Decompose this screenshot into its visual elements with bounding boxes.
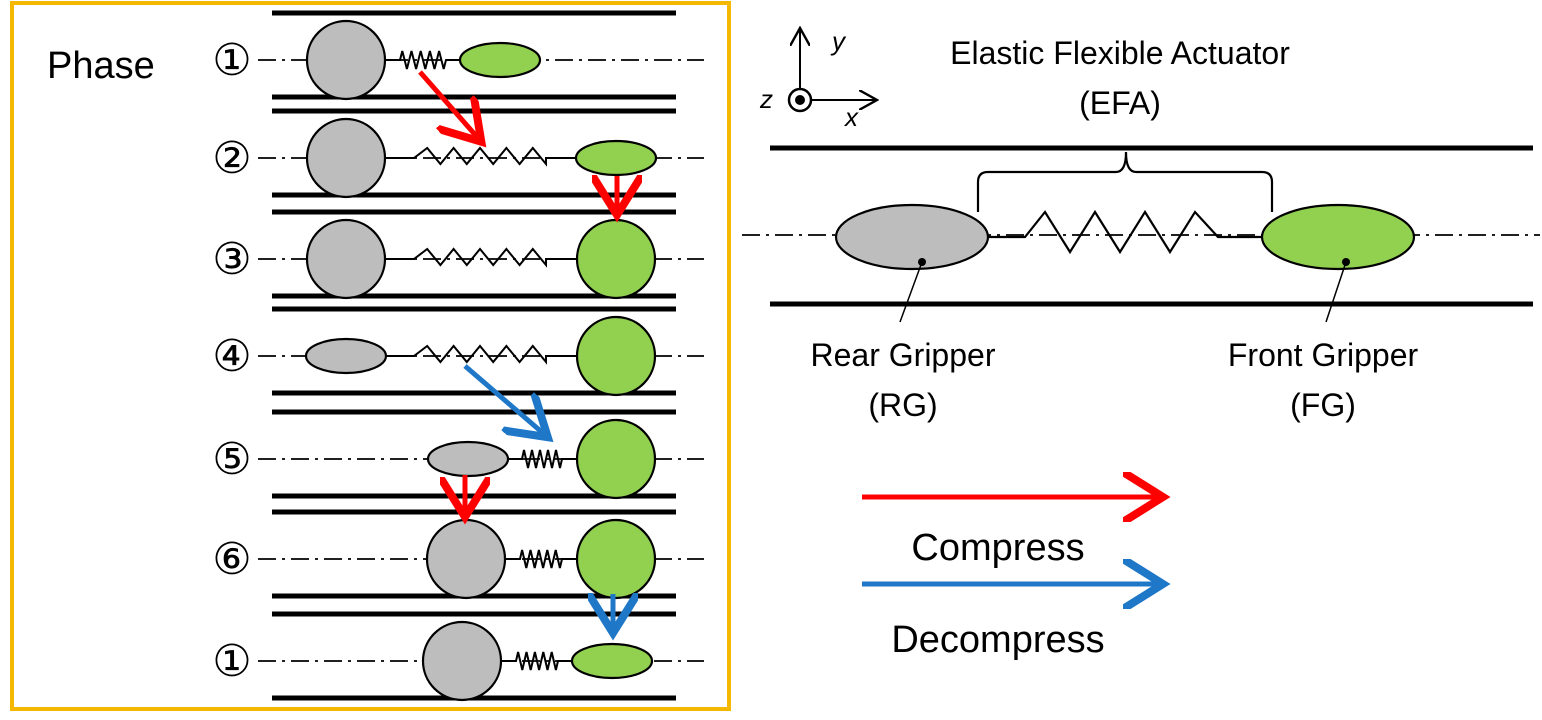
phase-row-4: ④ <box>212 306 704 397</box>
efa-detail-diagram: Elastic Flexible Actuator (EFA) Rear Gri… <box>742 35 1540 423</box>
phase-number-label: ⑥ <box>212 535 251 584</box>
legend-decompress-label: Decompress <box>891 619 1104 661</box>
x-axis-label: x <box>843 102 859 132</box>
phase-row-3: ③ <box>212 209 704 300</box>
rear-label-line1: Rear Gripper <box>811 337 996 373</box>
front-label-line1: Front Gripper <box>1228 337 1419 373</box>
front-gripper <box>1260 203 1416 271</box>
front-gripper-leader <box>1325 261 1347 323</box>
rear-gripper-leader <box>899 261 923 323</box>
efa-spring <box>506 549 576 569</box>
phase-number-label: ① <box>212 36 251 85</box>
efa-spring <box>386 344 576 365</box>
front-label-line2: (FG) <box>1290 387 1356 423</box>
efa-spring <box>502 651 572 671</box>
rear-gripper <box>426 440 510 478</box>
rear-gripper <box>834 203 990 271</box>
efa-spring <box>386 146 576 167</box>
efa-label-line1: Elastic Flexible Actuator <box>950 35 1290 71</box>
coordinate-axes: y x z <box>759 26 875 132</box>
phase-rows: ① ② ③ ④ ⑤ ⑥ ① <box>212 10 704 702</box>
phase-number-label: ② <box>212 134 251 183</box>
legend-compress-label: Compress <box>911 527 1084 569</box>
front-gripper <box>575 218 657 300</box>
phase-number-label: ④ <box>212 332 251 381</box>
z-axis-dot <box>795 95 805 105</box>
front-gripper <box>575 418 657 500</box>
efa-spring <box>988 209 1262 255</box>
rear-gripper <box>305 19 387 101</box>
front-gripper <box>570 642 654 680</box>
phase-row-5: ⑤ <box>212 409 704 500</box>
decompress-arrow-4-5 <box>463 364 544 434</box>
phase-number-label: ⑤ <box>212 435 251 484</box>
phase-number-label: ① <box>212 637 251 686</box>
phase-arrows <box>418 70 617 628</box>
efa-brace <box>976 151 1274 212</box>
front-gripper <box>575 518 657 600</box>
legend: Compress Decompress <box>862 497 1158 661</box>
phase-title: Phase <box>47 45 155 87</box>
phase-row-1: ① <box>212 10 704 101</box>
rear-label-line2: (RG) <box>868 387 937 423</box>
efa-spring <box>386 247 576 268</box>
front-gripper <box>458 41 542 79</box>
phase-panel-frame <box>10 1 731 711</box>
phase-row-1b: ① <box>212 611 704 702</box>
z-axis-label: z <box>759 84 773 114</box>
compress-arrow-1-2 <box>418 70 478 138</box>
phase-number-label: ③ <box>212 235 251 284</box>
rear-gripper <box>425 518 507 600</box>
efa-label-line2: (EFA) <box>1079 85 1161 121</box>
rear-gripper <box>421 620 503 702</box>
y-axis-label: y <box>830 26 847 56</box>
efa-spring <box>508 449 576 469</box>
phase-row-6: ⑥ <box>212 509 704 600</box>
efa-spring <box>386 50 460 70</box>
phase-row-2: ② <box>212 108 704 199</box>
rear-gripper <box>305 117 387 199</box>
front-gripper <box>575 315 657 397</box>
front-gripper <box>574 139 658 177</box>
rear-gripper <box>305 218 387 300</box>
rear-gripper <box>304 337 388 375</box>
